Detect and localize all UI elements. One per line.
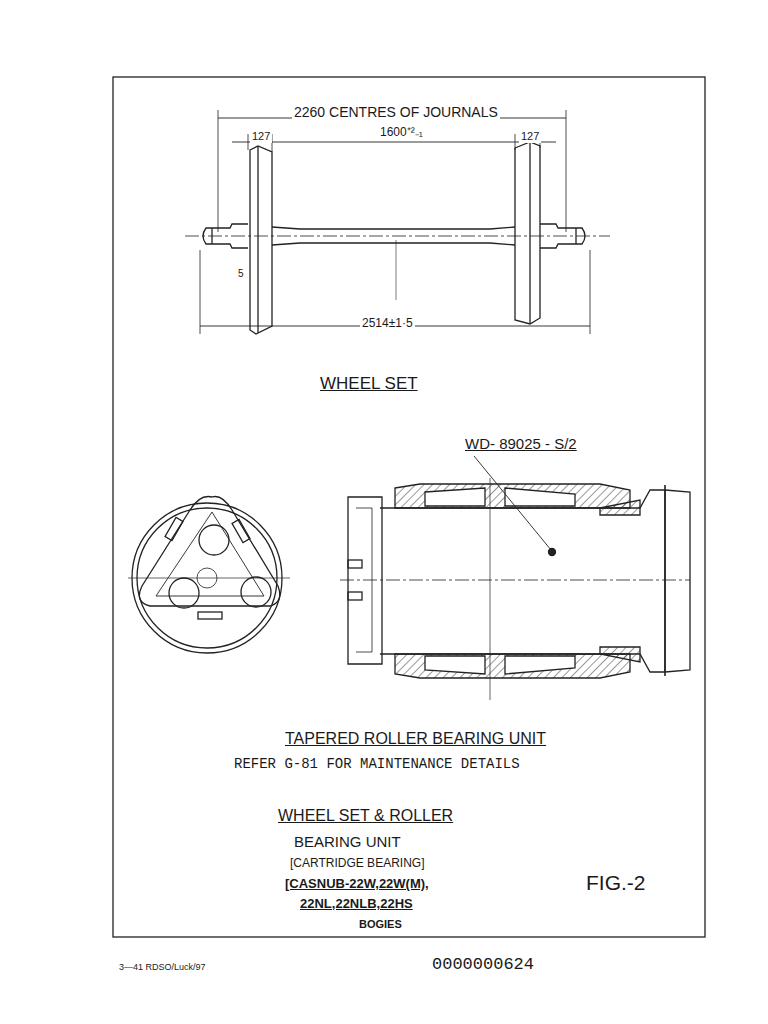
drawing-line xyxy=(566,110,567,232)
drawing-path xyxy=(272,227,515,245)
figure-title: WHEEL SET & ROLLER xyxy=(276,807,455,825)
drawing-path xyxy=(425,656,485,674)
drawing-path xyxy=(203,224,248,248)
drawing-rect xyxy=(113,77,705,937)
drawing-path xyxy=(540,224,585,248)
drawing-line xyxy=(590,250,591,334)
drawing-rect xyxy=(232,519,250,542)
drawing-path xyxy=(505,656,575,674)
bogie-list: 22NL,22NLB,22HS xyxy=(298,897,415,912)
drawing-path xyxy=(600,647,640,662)
drawing-line xyxy=(340,580,690,581)
dimension-label: 2514±1·5 xyxy=(360,317,415,331)
note-text: REFER G-81 FOR MAINTENANCE DETAILS xyxy=(232,756,522,772)
bogie-list: [CASNUB-22W,22W(M), xyxy=(283,877,431,892)
drawing-path xyxy=(348,497,382,664)
drawing-path xyxy=(600,500,640,515)
drawing-line xyxy=(529,142,530,324)
drawing-line xyxy=(474,456,551,550)
figure-number: FIG.-2 xyxy=(584,871,648,895)
drawing-circle xyxy=(241,577,271,607)
drawing-rect xyxy=(198,612,222,619)
drawing-circle xyxy=(199,525,229,555)
drawing-path xyxy=(425,488,485,506)
drawing-path xyxy=(395,654,630,678)
drawing-line xyxy=(232,142,556,143)
drawing-path xyxy=(665,490,690,672)
drawing-path xyxy=(356,508,372,652)
drawing-path xyxy=(250,146,272,334)
drawing-line xyxy=(515,134,516,150)
drawing-circle xyxy=(549,549,556,556)
drawing-line xyxy=(396,240,397,300)
drawing-reference: WD- 89025 - S/2 xyxy=(463,435,579,452)
drawing-path xyxy=(139,497,279,606)
drawing-path xyxy=(380,490,665,672)
dimension-label: 2260 CENTRES OF JOURNALS xyxy=(292,104,500,120)
drawing-g xyxy=(113,77,705,937)
drawing-line xyxy=(218,110,219,232)
drawing-line xyxy=(200,250,201,334)
drawing-rect xyxy=(348,560,362,568)
drawing-path xyxy=(395,484,630,508)
drawing-rect xyxy=(165,517,183,540)
drawing-circle xyxy=(169,578,199,608)
page-number: 0000000624 xyxy=(430,955,536,975)
figure-subtitle: [CARTRIDGE BEARING] xyxy=(288,857,426,871)
mark-label: 5 xyxy=(236,268,246,280)
drawing-line xyxy=(128,578,290,579)
view-title: TAPERED ROLLER BEARING UNIT xyxy=(283,730,548,748)
dimension-label: 127 xyxy=(250,130,272,143)
figure-title: BEARING UNIT xyxy=(292,833,403,850)
drawing-rect xyxy=(348,592,362,600)
drawing-line xyxy=(257,146,258,333)
drawing-line xyxy=(575,228,576,244)
drawing-line xyxy=(248,134,249,150)
document-code: 3—41 RDSO/Luck/97 xyxy=(117,962,208,972)
view-title: WHEEL SET xyxy=(318,374,420,394)
bogie-list: BOGIES xyxy=(357,918,404,931)
drawing-path xyxy=(505,488,575,506)
dimension-label: 127 xyxy=(519,130,541,143)
dimension-label: 1600⁺²₋₁ xyxy=(378,126,425,140)
drawing-line xyxy=(185,236,610,237)
drawing-line xyxy=(664,485,666,676)
drawing-line xyxy=(211,228,212,244)
drawing-path xyxy=(515,142,540,324)
